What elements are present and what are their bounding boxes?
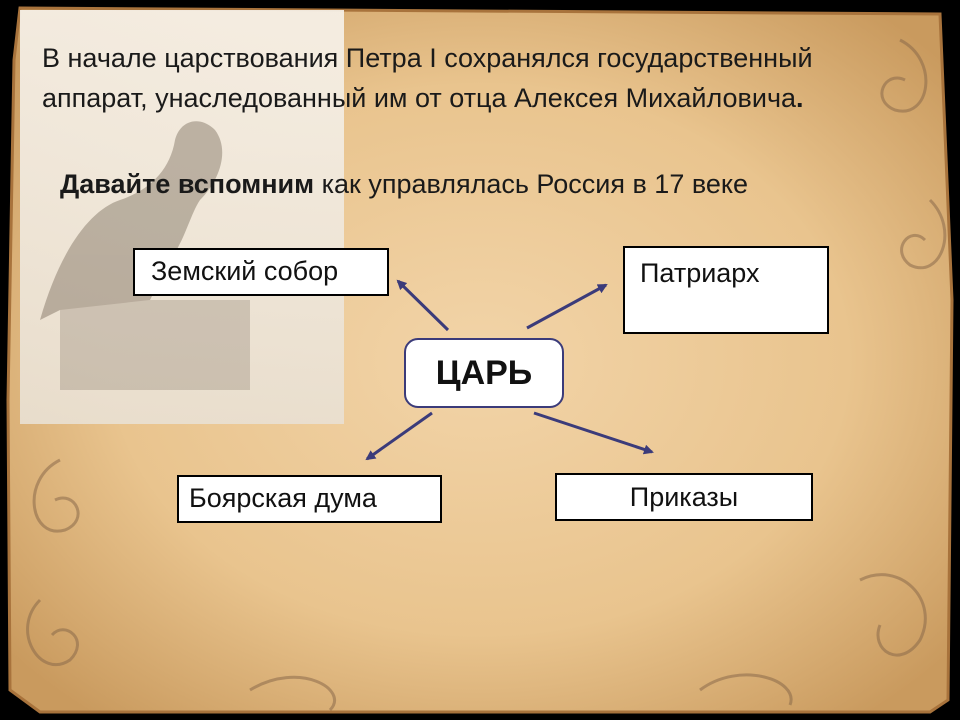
box-boyar-duma: Боярская дума (177, 475, 442, 523)
arrow-to-patriarch (527, 285, 606, 328)
box-patriarch: Патриарх (623, 246, 829, 334)
box-zemsky-sobor: Земский собор (133, 248, 389, 296)
box-tsar: ЦАРЬ (404, 338, 564, 408)
arrow-to-zemsky-sobor (398, 281, 448, 330)
arrow-to-boyar-duma (367, 413, 432, 459)
box-prikazy: Приказы (555, 473, 813, 521)
arrow-to-prikazy (534, 413, 652, 452)
